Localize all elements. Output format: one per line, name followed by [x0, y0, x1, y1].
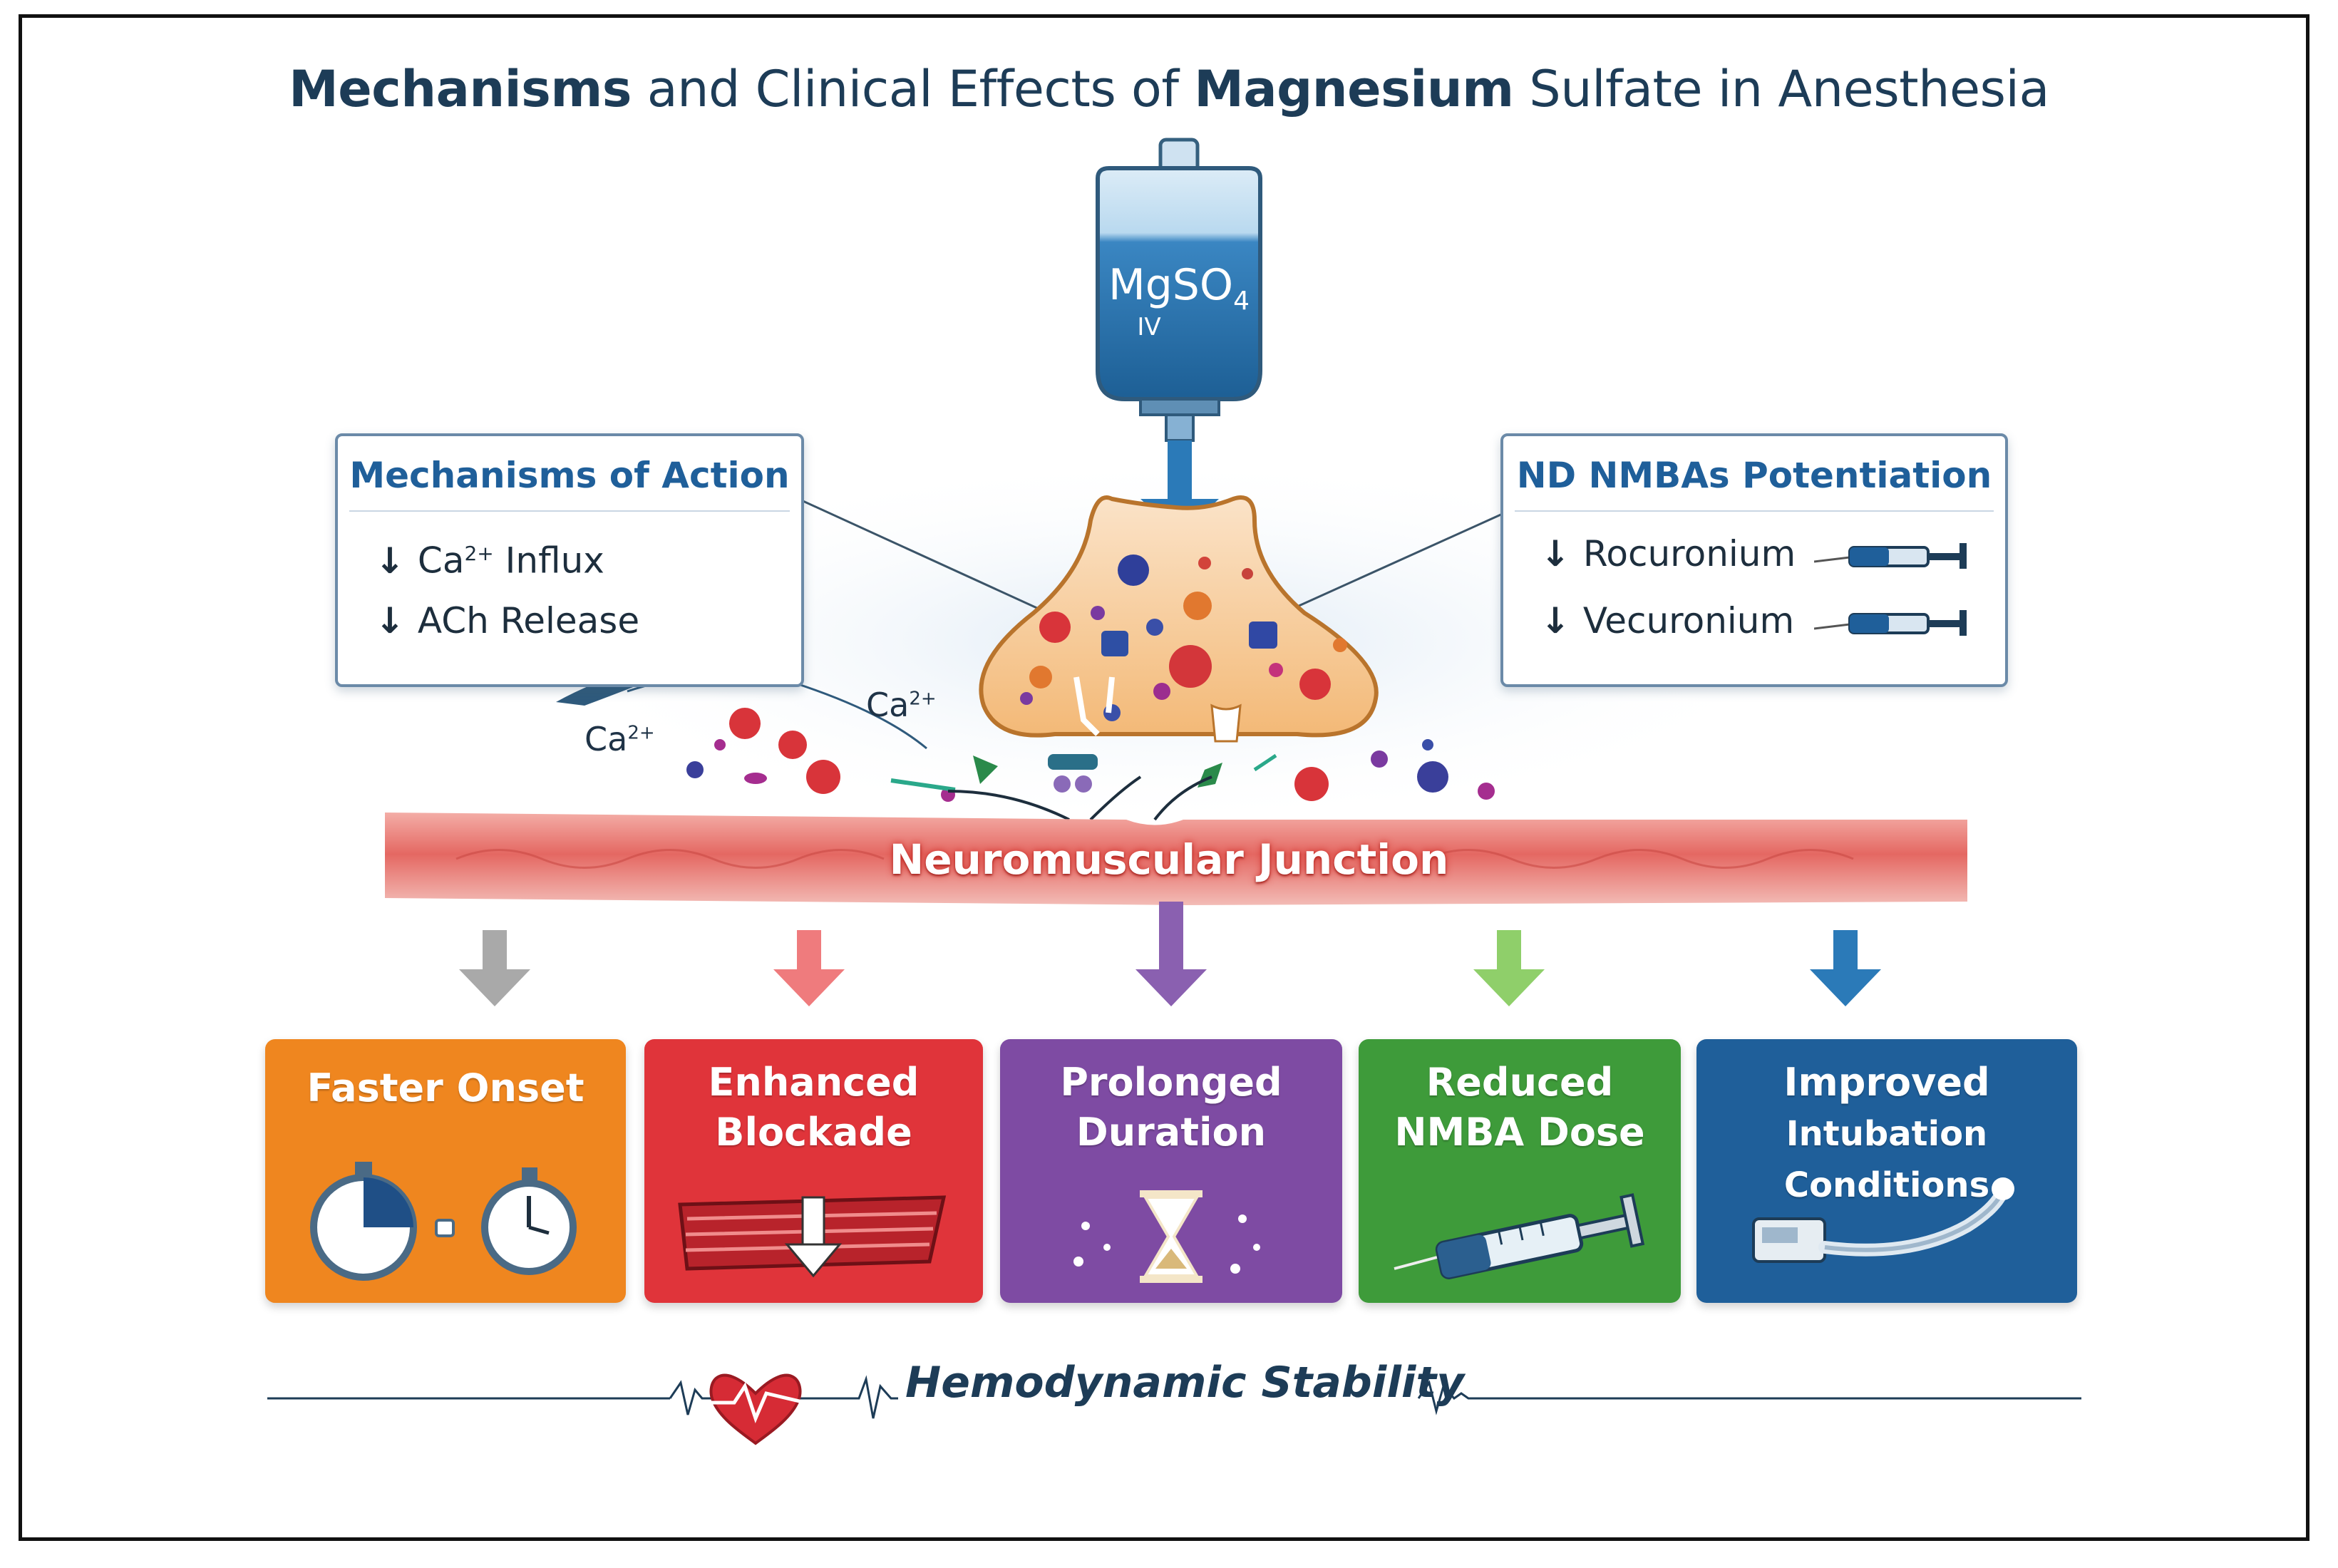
- drug-item: ↓Vecuronium: [1503, 587, 2005, 654]
- ecg-line: [267, 1375, 2081, 1419]
- syringe-icon: [1394, 1193, 1645, 1279]
- iv-bag-icon: MgSO4 IV: [1096, 138, 1262, 442]
- junction-label: Neuromuscular Junction: [889, 835, 1449, 884]
- receptor: [1048, 754, 1098, 793]
- stopwatch-icon: [310, 1162, 577, 1281]
- effect-arrow: [1473, 930, 1545, 1006]
- decrease-arrow-icon: ↓: [1540, 533, 1570, 574]
- page-title: Mechanisms and Clinical Effects of Magne…: [289, 60, 2049, 118]
- muscle-icon: [678, 1195, 947, 1278]
- card-title: Faster Onset: [307, 1066, 584, 1110]
- drug-item: ↓Rocuronium: [1503, 520, 2005, 587]
- decrease-arrow-icon: ↓: [375, 540, 405, 582]
- laryngoscope-icon: [1752, 1177, 2014, 1263]
- connector-left: [798, 497, 1049, 614]
- ca-ion-label: Ca2+: [584, 720, 655, 758]
- connector-right: [1282, 512, 1505, 614]
- effect-arrow: [773, 930, 845, 1006]
- syringe-icon: [1814, 543, 1967, 569]
- syringe-icon: [1814, 610, 1967, 636]
- footer-label: Hemodynamic Stability: [905, 1358, 1465, 1408]
- potentiation-heading: ND NMBAs Potentiation: [1515, 436, 1994, 512]
- ca-ion-label: Ca2+: [866, 686, 937, 724]
- decrease-arrow-icon: ↓: [1540, 600, 1570, 641]
- mechanisms-heading: Mechanisms of Action: [349, 436, 790, 512]
- effect-arrow: [1135, 902, 1207, 1006]
- mechanism-item: ↓Ca2+ Influx: [375, 540, 604, 582]
- decrease-arrow-icon: ↓: [375, 600, 405, 641]
- mechanisms-box: Mechanisms of Action ↓Ca2+ Influx ↓ACh R…: [335, 433, 804, 687]
- effect-arrow: [459, 930, 530, 1006]
- svg-text:IV: IV: [1137, 313, 1160, 341]
- mechanism-item: ↓ACh Release: [375, 600, 640, 641]
- effect-arrow: [1810, 930, 1881, 1006]
- nerve-terminal: [979, 495, 1379, 743]
- ion-particles: [686, 708, 1495, 821]
- effect-card-faster-onset: Faster Onset: [265, 1039, 626, 1303]
- muscle-band: [385, 813, 1967, 905]
- hourglass-icon: [1073, 1190, 1260, 1283]
- heart-icon: [706, 1373, 806, 1445]
- svg-text:MgSO4: MgSO4: [1108, 260, 1250, 316]
- potentiation-box: ND NMBAs Potentiation ↓Rocuronium ↓Vecur…: [1500, 433, 2008, 687]
